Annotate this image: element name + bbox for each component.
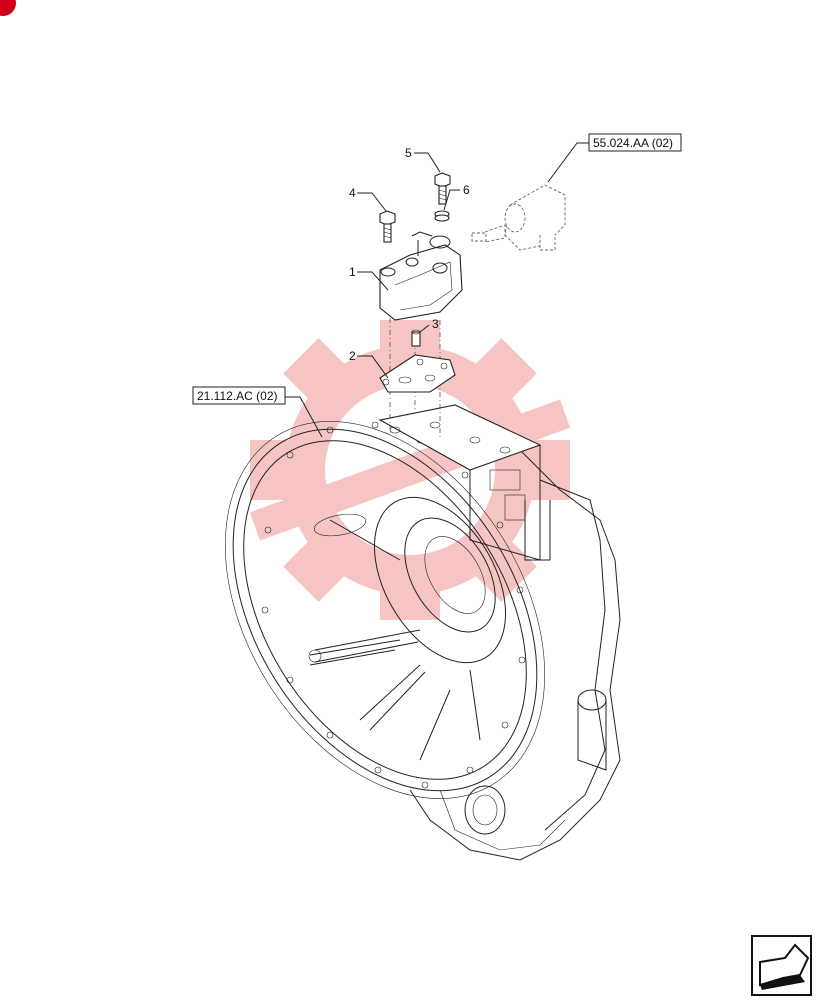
callout-4: 4 — [349, 186, 356, 200]
reference-box-left[interactable]: 21.112.AC (02) — [192, 386, 286, 405]
valve-body-part — [379, 231, 463, 321]
bolt-part-4 — [379, 210, 396, 243]
callout-2: 2 — [349, 349, 356, 363]
solenoid-reference-part — [471, 184, 566, 251]
next-page-arrow-icon[interactable] — [751, 935, 812, 996]
reference-label-left[interactable]: 21.112.AC (02) — [197, 389, 278, 403]
leader-lines — [285, 142, 590, 438]
reference-label-top[interactable]: 55.024.AA (02) — [593, 136, 673, 150]
washer-part — [434, 210, 450, 222]
transmission-housing — [225, 404, 621, 861]
corner-badge-icon — [0, 0, 16, 16]
callout-1: 1 — [349, 265, 356, 279]
reference-box-top[interactable]: 55.024.AA (02) — [588, 133, 682, 152]
gasket-part — [379, 354, 456, 393]
dowel-pin-part — [411, 329, 421, 347]
callout-3: 3 — [432, 317, 439, 331]
callout-5: 5 — [405, 146, 412, 160]
bolt-part-5 — [434, 172, 451, 205]
callout-6: 6 — [463, 183, 470, 197]
